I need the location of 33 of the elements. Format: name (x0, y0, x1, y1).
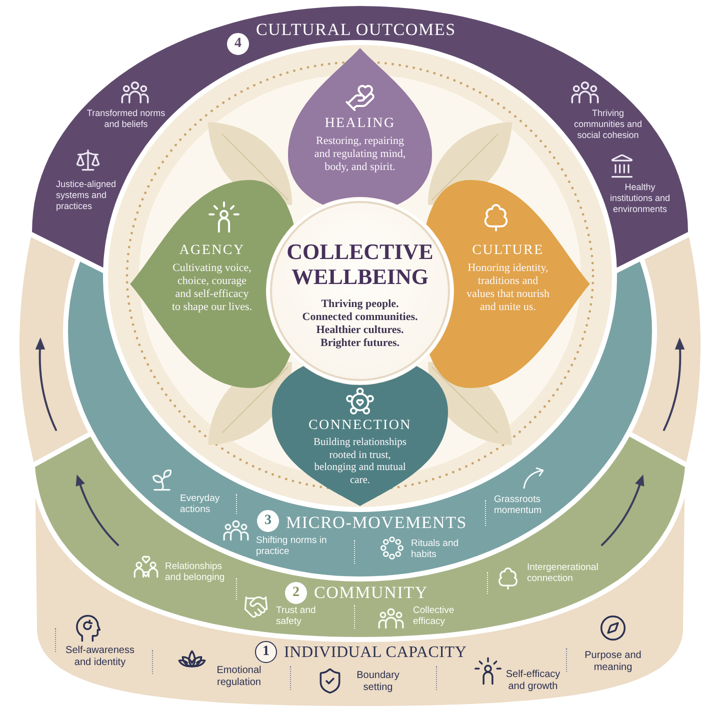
center-title: COLLECTIVE WELLBEING (286, 239, 434, 289)
layer-title: MICRO-MOVEMENTS (286, 513, 468, 533)
u-shaped-band (19, 237, 701, 706)
layer-title: COMMUNITY (314, 583, 428, 603)
petal-description: Cultivating voice, choice, courage and self-efficacy to shape our lives. (170, 262, 254, 314)
item-label: Shifting norms in practice (256, 535, 328, 557)
item-label: Thriving communities and social cohesion (572, 108, 644, 141)
item-label: Boundary setting (356, 670, 400, 694)
petal-title: CONNECTION (308, 418, 412, 434)
petal-description: Building relationships rooted in trust, belonging and mutual care. (312, 437, 408, 487)
leaf-petal (288, 48, 432, 205)
item-label: Everyday actions (180, 493, 221, 515)
item-label: Healthy institutions and environments (608, 182, 672, 215)
item-label: Justice-aligned systems and practices (56, 179, 118, 212)
item-label: Collective efficacy (413, 605, 456, 627)
petal-title: AGENCY (179, 243, 245, 259)
petal-description: Honoring identity, traditions and values that nourish and unite us. (465, 262, 551, 314)
item-label: Self-efficacy and growth (504, 669, 562, 693)
petal-title: HEALING (324, 116, 396, 132)
item-label: Rituals and habits (411, 538, 460, 560)
item-label: Self-awareness and identity (64, 645, 136, 669)
item-label: Intergenerational connection (527, 562, 600, 584)
item-label: Grassroots momentum (494, 494, 543, 516)
petal-description: Restoring, repairing and regulating mind, body, and spirit. (314, 135, 406, 174)
item-label: Emotional regulation (216, 665, 262, 689)
layer-title: INDIVIDUAL CAPACITY (284, 643, 467, 663)
item-label: Trust and safety (276, 605, 317, 627)
item-label: Purpose and meaning (584, 650, 642, 674)
item-label: Relationships and belonging (165, 561, 226, 583)
center-tagline: Thriving people. Connected communities. Healthier cultures. Brighter futures. (301, 298, 419, 350)
item-label: Transformed norms and beliefs (86, 108, 166, 130)
petal-title: CULTURE (472, 243, 544, 259)
layer-title: CULTURAL OUTCOMES (256, 20, 456, 40)
